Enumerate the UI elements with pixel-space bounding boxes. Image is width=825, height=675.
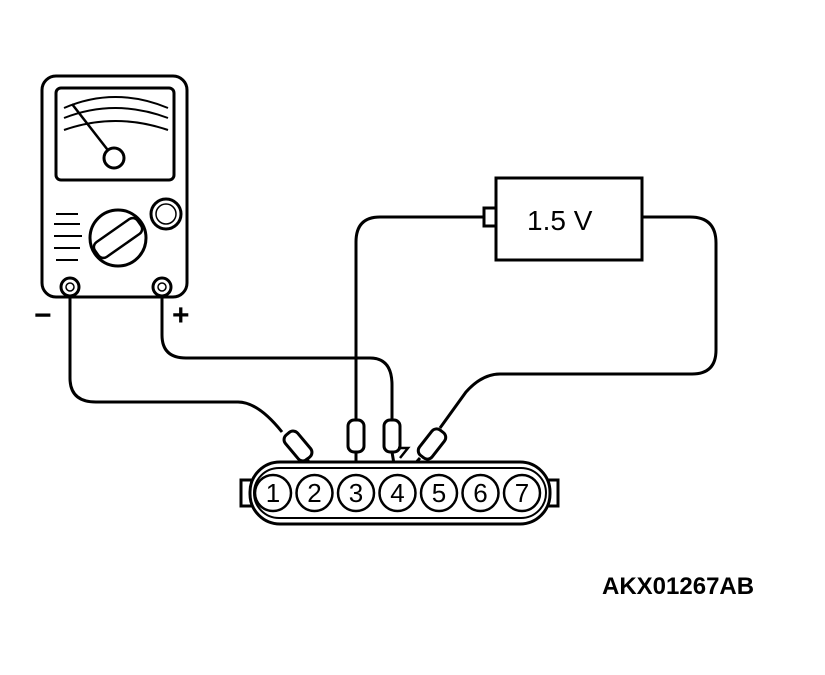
connector-pin-label: 5 [432, 478, 446, 508]
scale-arc [63, 96, 169, 109]
positive-label: + [172, 299, 190, 332]
connector-pin-1 [253, 473, 293, 513]
battery [482, 176, 644, 262]
negative-terminal [59, 276, 81, 298]
connector-pin-5 [419, 473, 459, 513]
multimeter [40, 74, 189, 299]
negative-lead [68, 296, 284, 433]
connector-pin-6 [461, 473, 500, 513]
connector-pin-label: 2 [307, 478, 321, 508]
probe-battery-pin4 [416, 427, 448, 461]
positive-lead [160, 296, 394, 420]
range-marks [54, 213, 82, 261]
scale-arc [63, 107, 169, 119]
spark-mark [398, 446, 411, 459]
scale-arc [63, 120, 169, 131]
battery-voltage-label: 1.5 V [527, 205, 593, 236]
figure-code: AKX01267AB [602, 573, 754, 600]
connector-pin-label: 7 [515, 478, 529, 508]
connector-pin-label: 6 [473, 478, 487, 508]
knob-handle [92, 216, 144, 260]
connector-pin-7 [502, 473, 542, 513]
probe-pin4 [382, 418, 402, 454]
connector-pin-label: 1 [266, 478, 280, 508]
connector-pin-label: 3 [349, 478, 363, 508]
connector-pin-4 [378, 473, 417, 513]
battery-terminal [482, 206, 498, 228]
wires [68, 215, 718, 433]
needle-pivot [102, 146, 126, 170]
battery-to-pin4-lead [438, 215, 718, 429]
negative-label: − [34, 299, 52, 332]
probe-pin2 [282, 429, 314, 463]
connector-pin-3 [336, 473, 376, 513]
positive-terminal [151, 276, 173, 298]
connector-pin-label: 4 [390, 478, 404, 508]
connector-pin-2 [295, 473, 334, 513]
battery-body [494, 176, 644, 262]
probe-pin3 [346, 418, 366, 454]
battery-to-pin3-lead [354, 215, 484, 420]
